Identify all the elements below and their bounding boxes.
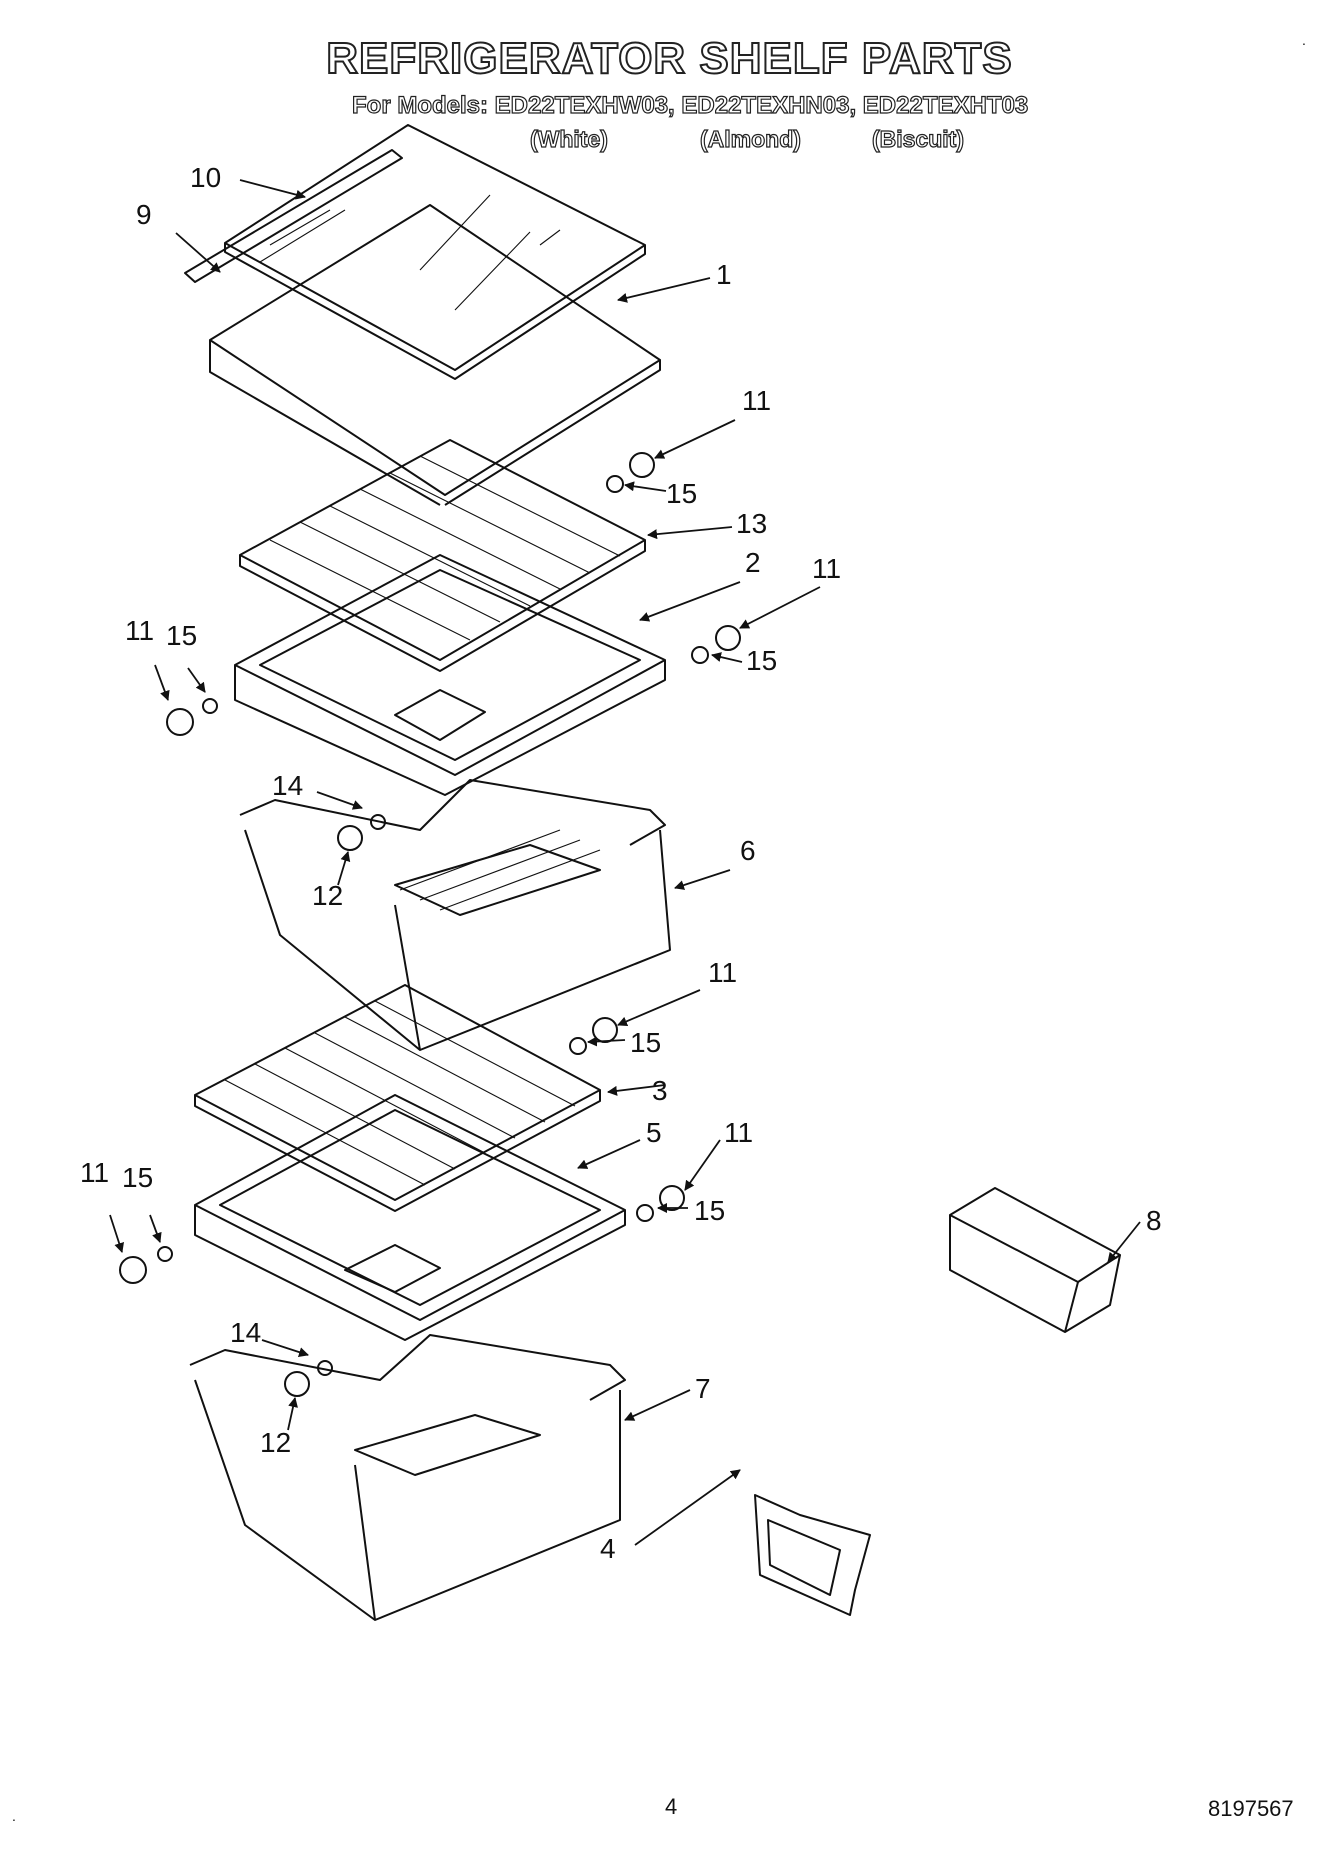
storage-bin-part-8 [949, 1187, 1121, 1333]
fastener-set [119, 452, 741, 1397]
callout-15-a: 15 [666, 478, 697, 509]
callout-12-a: 12 [312, 880, 343, 911]
callout-15-b: 15 [746, 645, 777, 676]
callout-7: 7 [695, 1373, 711, 1404]
callout-14-a: 14 [272, 770, 303, 801]
callout-2: 2 [745, 547, 761, 578]
callout-15-c: 15 [166, 620, 197, 651]
callout-6: 6 [740, 835, 756, 866]
glass-shelf-part-10 [224, 124, 646, 380]
shelf-trim-part-9 [184, 149, 403, 283]
color-label-white: (White) [529, 125, 608, 152]
callout-11-d: 11 [708, 957, 737, 988]
crisper-cover-frame-part-2 [234, 554, 666, 796]
callout-11-c: 11 [125, 615, 154, 646]
crisper-cover-frame-part-5 [194, 1094, 626, 1341]
shelf-frame-part-1 [209, 204, 661, 506]
callout-3: 3 [652, 1075, 668, 1106]
callout-15-f: 15 [122, 1162, 153, 1193]
grid-shelf-part-13 [239, 439, 646, 672]
callout-labels: 10 9 1 11 15 13 2 11 15 11 15 14 12 6 11… [80, 162, 1162, 1564]
crisper-drawer-part-7 [189, 1334, 626, 1621]
crisper-drawer-part-6 [239, 779, 671, 1051]
models-line: For Models: ED22TEXHW03, ED22TEXHN03, ED… [351, 91, 1029, 119]
document-number: 8197567 [1208, 1796, 1294, 1821]
callout-11-b: 11 [812, 553, 841, 584]
leader-lines [109, 179, 1141, 1546]
page-title: REFRIGERATOR SHELF PARTS [325, 33, 1013, 84]
grid-shelf-part-3 [194, 984, 601, 1212]
callout-1: 1 [716, 259, 732, 290]
callout-12-b: 12 [260, 1427, 291, 1458]
callout-4: 4 [600, 1533, 616, 1564]
callout-13: 13 [736, 508, 767, 539]
callout-8: 8 [1146, 1205, 1162, 1236]
color-label-biscuit: (Biscuit) [871, 125, 964, 152]
frame-part-4 [754, 1494, 871, 1616]
callout-10: 10 [190, 162, 221, 193]
callout-5: 5 [646, 1117, 662, 1148]
callout-14-b: 14 [230, 1317, 261, 1348]
callout-9: 9 [136, 199, 152, 230]
color-label-almond: (Almond) [699, 125, 801, 152]
corner-mark-bottom-left: . [12, 1808, 16, 1824]
callout-11-e: 11 [724, 1117, 753, 1148]
corner-mark-top-right: . [1302, 32, 1306, 48]
callout-15-e: 15 [694, 1195, 725, 1226]
callout-11-f: 11 [80, 1157, 109, 1188]
callout-11-a: 11 [742, 385, 771, 416]
page-number: 4 [665, 1794, 678, 1819]
callout-15-d: 15 [630, 1027, 661, 1058]
